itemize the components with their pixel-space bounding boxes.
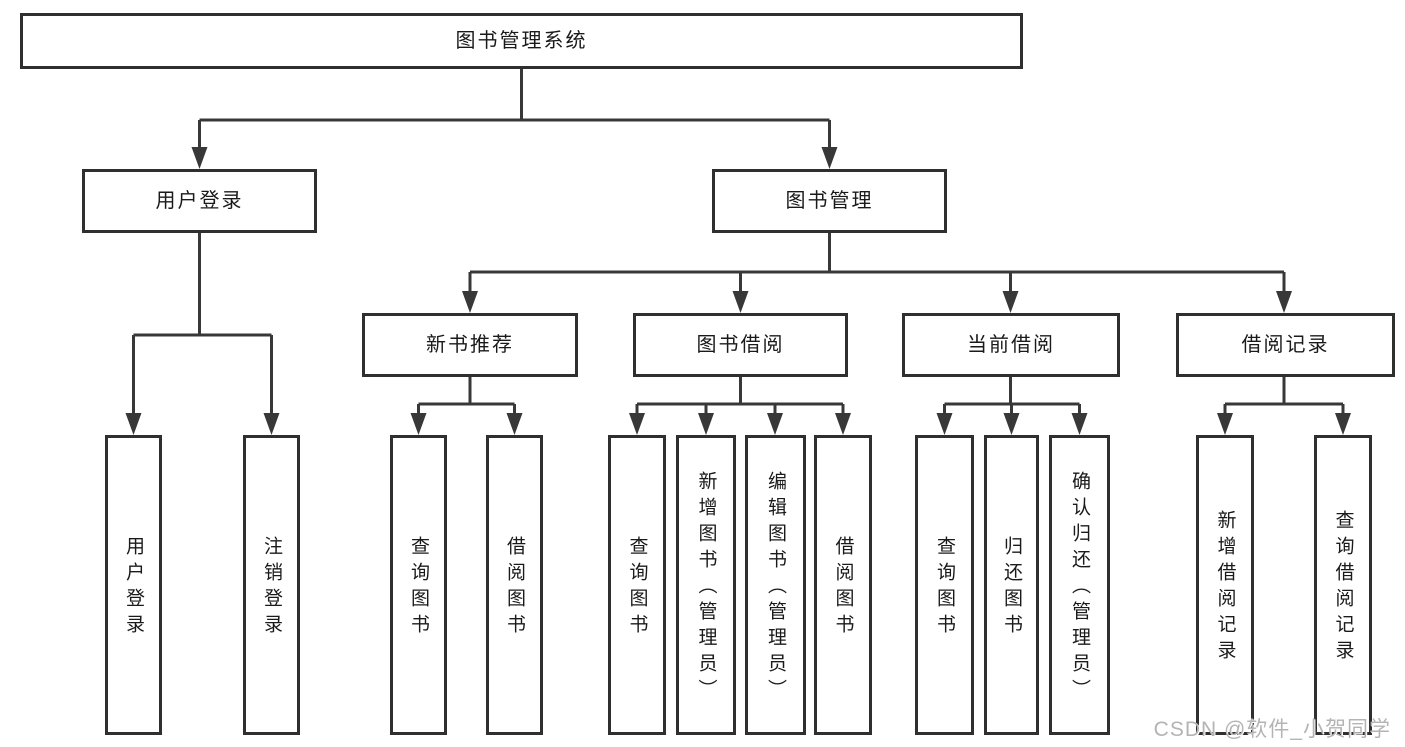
node-current-borrowing: 当前借阅 xyxy=(902,313,1120,377)
leaf-current-return-book: 归还图书 xyxy=(984,435,1039,735)
leaf-borrowing-edit-book-admin: 编辑图书（管理员） xyxy=(745,435,806,735)
leaf-logout: 注销登录 xyxy=(243,435,300,735)
node-borrowing-records: 借阅记录 xyxy=(1176,313,1395,377)
node-book-borrowing: 图书借阅 xyxy=(633,313,848,377)
leaf-borrowing-query-book: 查询图书 xyxy=(608,435,666,735)
leaf-current-confirm-return-admin: 确认归还（管理员） xyxy=(1049,435,1110,735)
leaf-records-query-record: 查询借阅记录 xyxy=(1314,435,1372,735)
leaf-user-login: 用户登录 xyxy=(105,435,162,735)
leaf-borrowing-add-book-admin: 新增图书（管理员） xyxy=(676,435,736,735)
leaf-borrowing-borrow-book: 借阅图书 xyxy=(814,435,872,735)
node-user-login: 用户登录 xyxy=(82,169,317,233)
leaf-recommend-query-book: 查询图书 xyxy=(390,435,447,735)
watermark: CSDN @软件_小贺同学 xyxy=(1153,718,1391,741)
node-book-management: 图书管理 xyxy=(712,169,947,233)
leaf-current-query-book: 查询图书 xyxy=(915,435,974,735)
leaf-records-add-record: 新增借阅记录 xyxy=(1196,435,1254,735)
node-library-management-system: 图书管理系统 xyxy=(20,13,1023,69)
node-new-book-recommend: 新书推荐 xyxy=(362,313,578,377)
leaf-recommend-borrow-book: 借阅图书 xyxy=(486,435,543,735)
